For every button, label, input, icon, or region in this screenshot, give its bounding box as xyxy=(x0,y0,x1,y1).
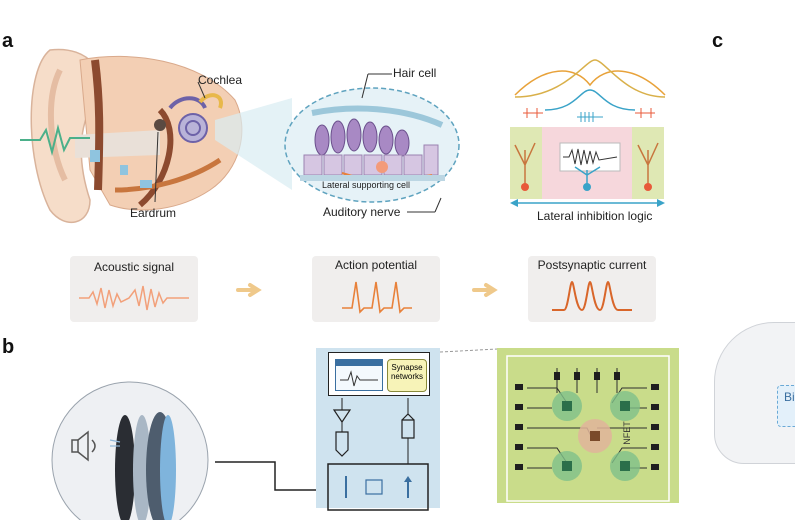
acoustic-signal-label: Acoustic signal xyxy=(93,260,175,274)
nfet-label: NFET xyxy=(621,421,632,445)
acoustic-waveform xyxy=(79,285,189,311)
postsynaptic-waveform xyxy=(552,280,632,312)
nerve-leader xyxy=(407,197,442,213)
synapse-module: Synapse networks xyxy=(328,352,430,396)
action-potential-label: Action potential xyxy=(334,258,418,272)
hair-cell-label: Hair cell xyxy=(393,66,437,80)
arrow-1 xyxy=(236,283,262,297)
panel-label-c: c xyxy=(712,30,724,52)
action-potential-box: Action potential xyxy=(312,256,440,322)
speaker-membrane-illustration xyxy=(51,381,209,520)
circuit-block: Synapse networks xyxy=(316,348,440,511)
postsynaptic-current-box: Postsynaptic current xyxy=(528,256,656,322)
panel-c-inset: Bi xyxy=(777,385,795,427)
auditory-nerve-label: Auditory nerve xyxy=(323,205,401,219)
connection-lines xyxy=(215,461,330,491)
lateral-inhibition-label: Lateral inhibition logic xyxy=(537,209,653,223)
panel-c-device: Bi xyxy=(714,322,795,464)
supporting-cell-label: Lateral supporting cell xyxy=(322,180,411,190)
monitor-icon xyxy=(335,359,383,391)
cochlea-label: Cochlea xyxy=(198,73,243,87)
arrow-2 xyxy=(472,283,498,297)
panel-c-partial-label: Bi xyxy=(784,390,795,404)
amplifier-icons xyxy=(327,398,429,511)
panel-label-a: a xyxy=(2,30,14,52)
hair-cell-leader xyxy=(361,73,392,99)
synapse-networks-label: Synapse networks xyxy=(387,359,427,392)
action-potential-waveform xyxy=(342,281,412,314)
lateral-inhibition-illustration xyxy=(510,59,666,207)
ear-illustration xyxy=(20,48,292,224)
zoom-line xyxy=(439,348,499,353)
postsynaptic-current-label: Postsynaptic current xyxy=(537,258,647,272)
cochlea-detail-illustration xyxy=(284,87,460,203)
chip-circuit xyxy=(506,355,670,502)
acoustic-signal-box: Acoustic signal xyxy=(70,256,198,322)
eardrum-label: Eardrum xyxy=(130,206,177,220)
chip-board: NFET xyxy=(497,348,679,503)
panel-label-b: b xyxy=(2,336,15,358)
